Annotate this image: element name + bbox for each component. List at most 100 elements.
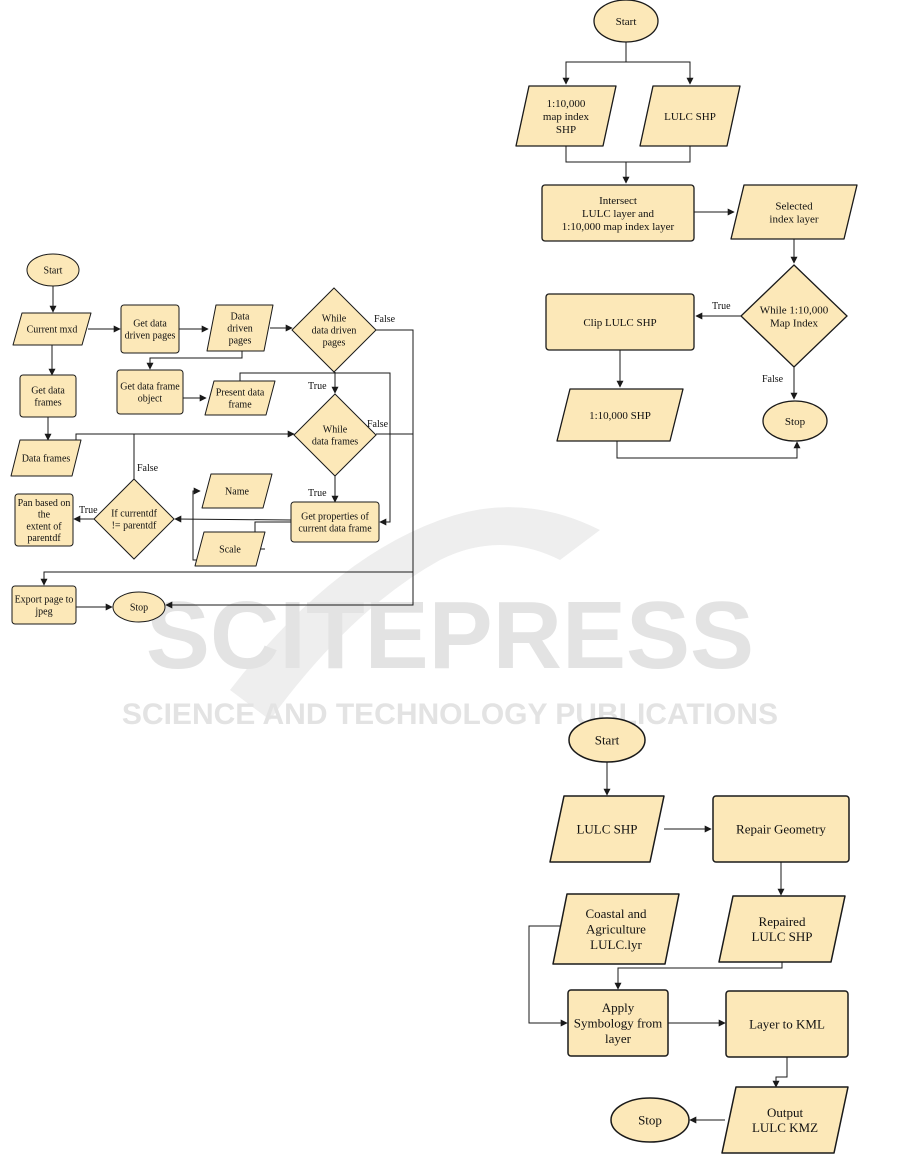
watermark-swoosh	[230, 507, 600, 720]
tr-clip-node-label-line: Clip LULC SHP	[583, 317, 656, 329]
left-start-node: Start	[26, 253, 80, 287]
br-edge-repaired-apply	[614, 962, 783, 990]
tr-edge-lulc-join	[626, 146, 691, 163]
tr-map-index-node-label-line: 1:10,000	[547, 98, 586, 110]
br-output-node-label-line: Output	[767, 1105, 804, 1120]
left-while-ddp-node-label-line: data driven	[312, 326, 357, 337]
tr-intersect-node-label-line: LULC layer and	[582, 208, 655, 220]
tr-while-map-node-label-line: While 1:10,000	[760, 304, 829, 316]
left-edge-df-whiledf	[75, 430, 295, 450]
br-output-node-label-line: LULC KMZ	[752, 1120, 818, 1135]
br-repair-node: Repair Geometry	[712, 795, 850, 863]
br-coastal-node-label-line: LULC.lyr	[590, 937, 642, 952]
tr-selected-node-label-line: Selected	[775, 200, 813, 212]
left-while-ddp-node-label-line: While	[322, 314, 347, 325]
left-name-node-label-line: Name	[225, 487, 249, 498]
left-if-current-node-label: If currentdf!= parentdf	[111, 509, 157, 532]
tr-start-node-label-line: Start	[616, 16, 637, 28]
left-while-df-node-label-line: While	[323, 425, 348, 436]
left-get-frames-node-label-line: Get data	[31, 386, 65, 397]
tr-map-index-node-label-line: SHP	[556, 124, 576, 136]
tr-clip-node-label: Clip LULC SHP	[583, 317, 656, 329]
left-stop-node: Stop	[112, 591, 166, 623]
br-stop-node-label: Stop	[638, 1113, 662, 1128]
left-current-mxd-node: Current mxd	[12, 312, 92, 346]
left-get-ddp-node-label-line: driven pages	[125, 330, 176, 341]
tr-label-false: False	[762, 374, 784, 385]
tr-edge-map-intersect	[565, 146, 630, 184]
tr-map-index-node-label-line: map index	[543, 111, 590, 123]
left-label-false2: False	[367, 419, 389, 430]
left-get-props-node-label-line: Get properties of	[301, 512, 369, 523]
tr-while-map-node-label-line: Map Index	[770, 317, 818, 329]
left-pan-node-label-line: parentdf	[27, 533, 61, 544]
tr-stop-node-label-line: Stop	[785, 416, 806, 428]
br-to-kml-node-label: Layer to KML	[749, 1017, 825, 1032]
br-edge-coastal-apply	[528, 925, 568, 1027]
left-present-df-node-label-line: Present data	[216, 388, 265, 399]
left-scale-node-label-line: Scale	[219, 545, 241, 556]
watermark-subtitle: SCIENCE AND TECHNOLOGY PUBLICATIONS	[122, 698, 778, 731]
left-ddp-node-label-line: pages	[229, 335, 252, 346]
br-edge-kml-output	[772, 1057, 788, 1088]
br-repair-node-label-line: Repair Geometry	[736, 822, 826, 837]
br-coastal-node-label-line: Coastal and	[585, 906, 647, 921]
br-stop-node-label-line: Stop	[638, 1113, 662, 1128]
left-edge-present-props	[239, 372, 391, 526]
left-scale-node: Scale	[194, 531, 266, 567]
br-repaired-node-label-line: Repaired	[759, 914, 806, 929]
left-present-df-node-label-line: frame	[228, 399, 252, 410]
left-label-true3: True	[79, 505, 98, 516]
tr-start-node: Start	[593, 0, 659, 43]
left-edge-ddp-getdfobj	[146, 351, 243, 370]
left-label-true2: True	[308, 488, 327, 499]
left-data-frames-node: Data frames	[10, 439, 82, 477]
watermark-title: SCITEPRESS	[146, 582, 754, 689]
left-if-current-node-label-line: != parentdf	[112, 520, 157, 531]
tr-stop-node: Stop	[762, 400, 828, 442]
left-edge-loop	[40, 571, 413, 586]
br-start-node-label: Start	[595, 733, 620, 748]
left-ddp-node-label-line: driven	[227, 324, 253, 335]
tr-lulc-shp-node: LULC SHP	[639, 85, 741, 147]
left-name-node-label: Name	[225, 487, 249, 498]
left-if-current-node-label-line: If currentdf	[111, 509, 157, 520]
watermark: SCITEPRESS SCIENCE AND TECHNOLOGY PUBLIC…	[122, 507, 778, 731]
left-edge-props-if	[174, 515, 292, 523]
left-if-current-node: If currentdf!= parentdf	[93, 478, 175, 560]
tr-lulc-shp-node-label: LULC SHP	[664, 111, 716, 123]
left-current-mxd-node-label-line: Current mxd	[27, 325, 78, 336]
br-coastal-node-label-line: Agriculture	[586, 922, 646, 937]
left-data-frames-node-label-line: Data frames	[22, 454, 71, 465]
left-get-frames-node-label-line: frames	[34, 397, 61, 408]
tr-shp10k-node: 1:10,000 SHP	[556, 388, 684, 442]
left-current-mxd-node-label: Current mxd	[27, 325, 78, 336]
tr-shp10k-node-label-line: 1:10,000 SHP	[589, 410, 651, 422]
left-pan-node-label-line: the	[38, 510, 51, 521]
left-scale-node-label: Scale	[219, 545, 241, 556]
left-stop-node-label-line: Stop	[130, 603, 148, 614]
left-get-df-obj-node-label-line: Get data frame	[120, 382, 180, 393]
left-export-node-label-line: jpeg	[34, 606, 52, 617]
